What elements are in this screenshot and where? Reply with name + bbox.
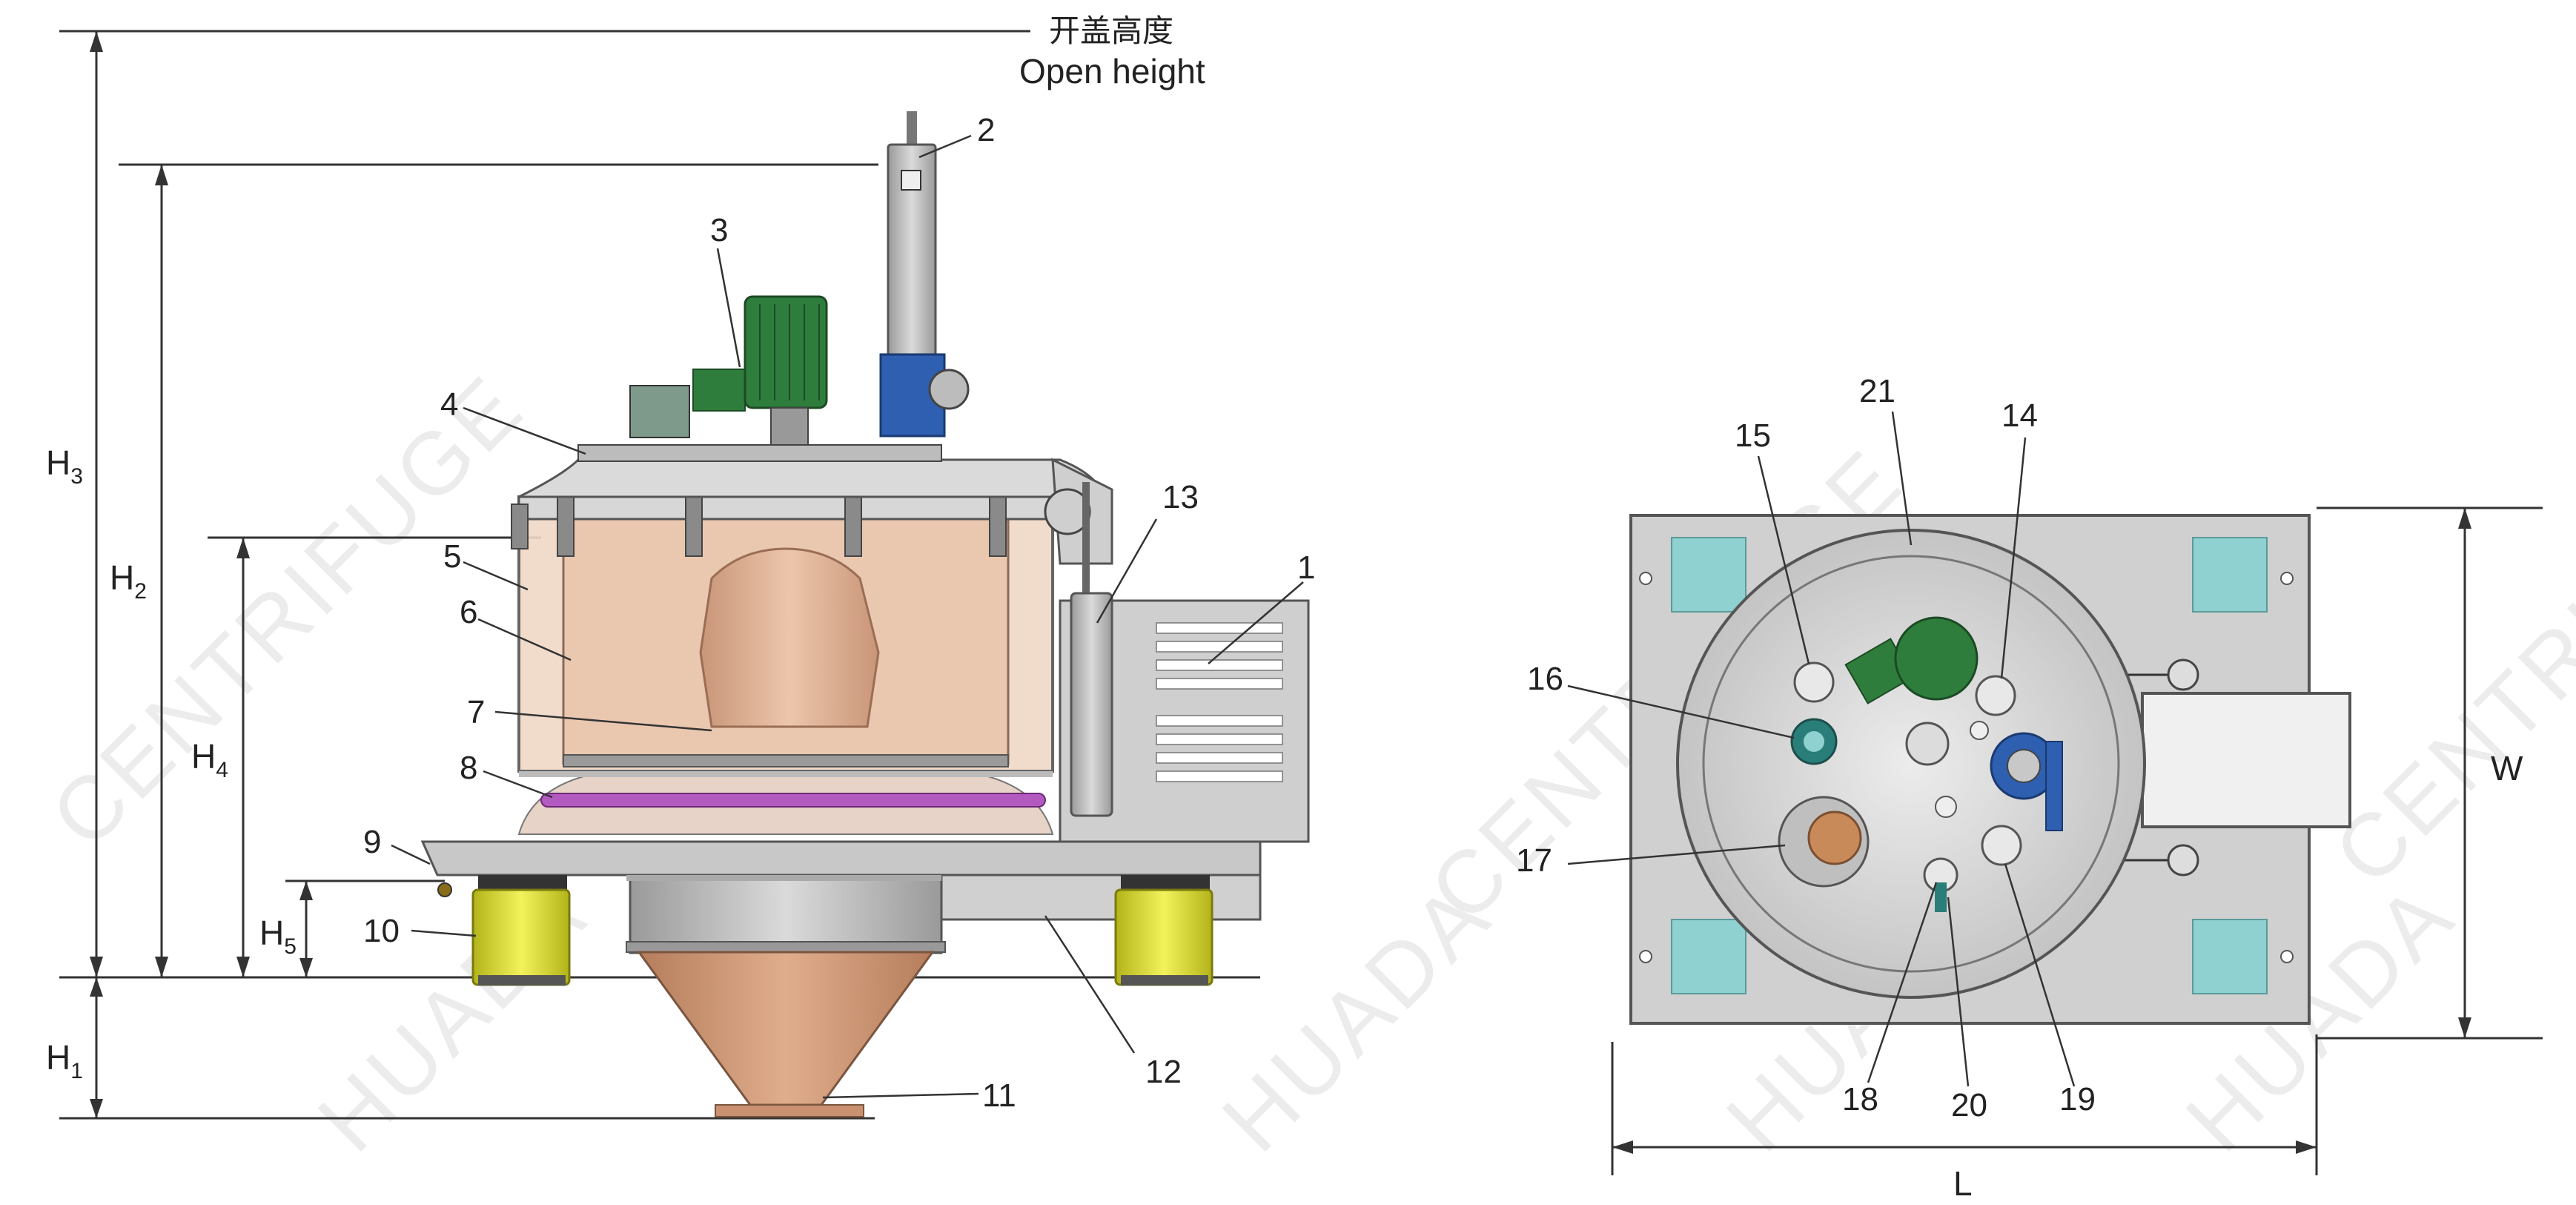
callout-8: 8 bbox=[460, 750, 477, 786]
watermark-text: CENTRIFUGE bbox=[2316, 393, 2576, 904]
gas-strut bbox=[1070, 482, 1113, 817]
callout-7: 7 bbox=[467, 694, 485, 730]
housing bbox=[511, 495, 1054, 835]
discharge-cone bbox=[626, 877, 946, 1117]
callout-2: 2 bbox=[977, 112, 995, 148]
callout-17: 17 bbox=[1516, 842, 1552, 879]
mounting-pads bbox=[1671, 537, 2268, 994]
motor bbox=[629, 295, 828, 446]
callout-3: 3 bbox=[710, 212, 728, 248]
callout-21: 21 bbox=[1859, 373, 1895, 409]
discharge-chute bbox=[2141, 692, 2351, 828]
callout-4: 4 bbox=[440, 386, 458, 423]
damper-right bbox=[1114, 875, 1213, 986]
callout-18: 18 bbox=[1842, 1081, 1878, 1117]
h5-label: H5 bbox=[259, 914, 297, 959]
callout-13: 13 bbox=[1162, 479, 1199, 515]
height-dimensions: H3 H2 H4 H5 H1 bbox=[46, 31, 1260, 1120]
callout-5: 5 bbox=[443, 538, 461, 575]
damper-left bbox=[471, 875, 571, 986]
hydraulic-cylinder bbox=[879, 111, 970, 438]
width-label: W bbox=[2491, 749, 2523, 788]
callout-6: 6 bbox=[460, 594, 477, 630]
h3-label: H3 bbox=[46, 443, 83, 489]
callout-15: 15 bbox=[1735, 417, 1771, 454]
lid-outer bbox=[1676, 529, 2146, 999]
callout-19: 19 bbox=[2059, 1081, 2096, 1117]
callout-12: 12 bbox=[1145, 1054, 1182, 1090]
callout-9: 9 bbox=[363, 824, 381, 860]
callout-16: 16 bbox=[1527, 661, 1563, 697]
h4-label: H4 bbox=[191, 737, 228, 782]
callout-1: 1 bbox=[1297, 549, 1315, 586]
length-label: L bbox=[1953, 1164, 1973, 1203]
open-height-label-en: Open height bbox=[1019, 52, 1205, 90]
callout-10: 10 bbox=[363, 913, 400, 949]
lid bbox=[518, 444, 1113, 565]
callout-20: 20 bbox=[1951, 1087, 1987, 1123]
leader-lines-top bbox=[1567, 411, 2076, 1087]
leader-lines-front bbox=[391, 134, 1304, 1099]
front-view: 开盖高度 Open height H3 H2 bbox=[46, 13, 1315, 1120]
open-height-label-cn: 开盖高度 bbox=[1049, 13, 1173, 49]
h2-label: H2 bbox=[110, 558, 147, 604]
ports bbox=[1778, 661, 2063, 912]
top-view: L W 21 15 14 16 17 18 20 19 bbox=[1516, 373, 2543, 1203]
plan-dimensions: L W bbox=[1611, 506, 2543, 1203]
top-motor bbox=[1844, 616, 1979, 704]
callout-11: 11 bbox=[982, 1077, 1016, 1114]
h1-label: H1 bbox=[46, 1038, 83, 1083]
ring bbox=[540, 793, 1046, 808]
callout-14: 14 bbox=[2001, 397, 2038, 434]
